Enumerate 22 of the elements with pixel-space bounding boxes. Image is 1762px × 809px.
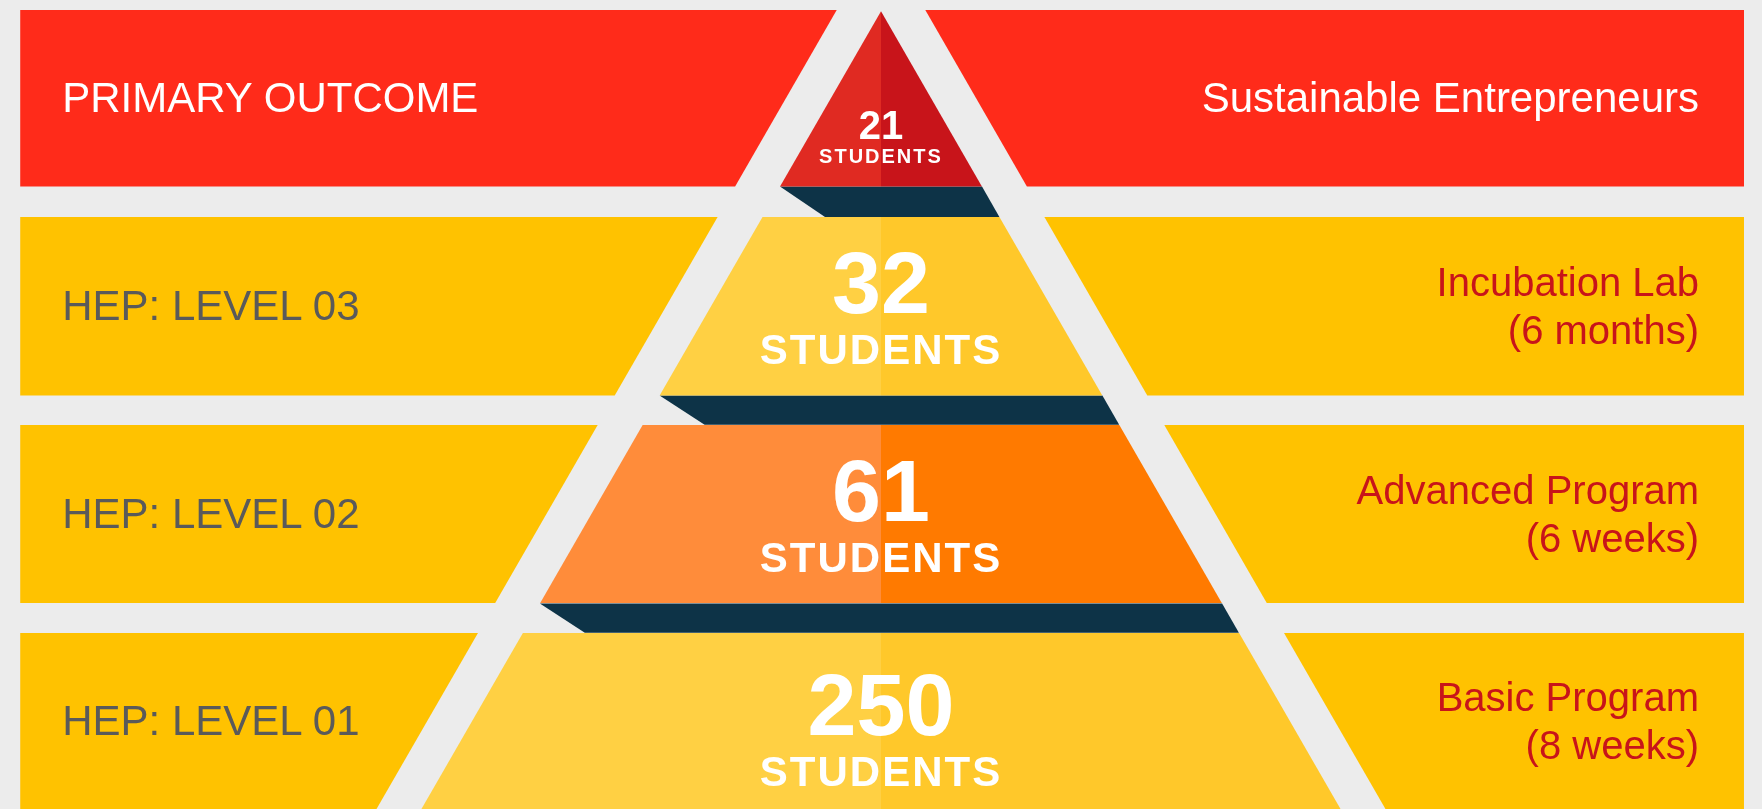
level-label: HEP: LEVEL 03 <box>62 282 360 331</box>
level-band <box>20 424 598 604</box>
program-label: Basic Program (8 weeks) <box>1435 673 1699 769</box>
level-band <box>20 216 718 396</box>
student-count: 250 <box>807 660 955 749</box>
students-label: STUDENTS <box>759 748 1003 795</box>
level-label: HEP: LEVEL 01 <box>62 696 360 745</box>
students-label: STUDENTS <box>759 327 1003 374</box>
student-count: 32 <box>832 239 930 328</box>
program-band <box>1044 216 1744 396</box>
program-band <box>1283 632 1744 809</box>
level-label: PRIMARY OUTCOME <box>62 74 479 123</box>
student-count: 21 <box>858 104 904 145</box>
level-label: HEP: LEVEL 02 <box>62 490 360 539</box>
students-label: STUDENTS <box>819 144 943 167</box>
students-label: STUDENTS <box>759 535 1003 582</box>
program-label: Advanced Program (6 weeks) <box>1355 467 1699 563</box>
level-band <box>20 632 479 809</box>
program-label: Sustainable Entrepreneurs <box>1201 73 1699 124</box>
program-band <box>1164 424 1744 604</box>
program-label: Incubation Lab (6 months) <box>1435 259 1699 355</box>
student-count: 61 <box>832 447 930 535</box>
